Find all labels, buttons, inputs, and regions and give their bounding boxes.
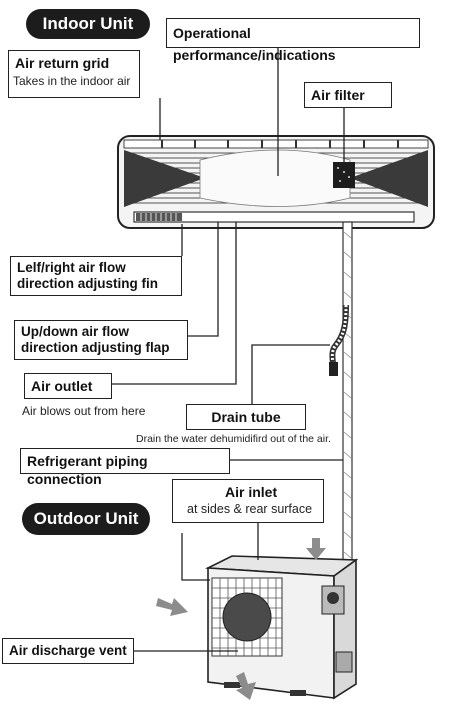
airflow-arrows xyxy=(156,538,326,700)
air-return-grid-band xyxy=(123,139,429,149)
label-air-inlet-title: Air inlet xyxy=(225,484,278,500)
fin-grille-slats xyxy=(140,213,177,221)
front-panel-lens xyxy=(199,149,351,207)
return-grid-slots xyxy=(161,140,399,148)
leader-air-outlet xyxy=(112,222,237,385)
label-drain-tube: Drain tube xyxy=(186,404,306,430)
left-panel-wedge xyxy=(124,150,205,207)
leader-drain xyxy=(251,344,330,404)
indoor-unit-header: Indoor Unit xyxy=(26,9,150,39)
outdoor-foot-left xyxy=(224,682,240,688)
label-refrigerant-piping: Refrigerant piping connection xyxy=(20,448,230,487)
label-air-inlet-desc: at sides & rear surface xyxy=(187,502,313,516)
right-panel-wedge xyxy=(350,150,428,207)
label-left-right-fin-line2: direction adjusting fin xyxy=(17,276,158,291)
leader-ud-flap xyxy=(188,222,219,337)
refrigerant-pipe xyxy=(342,221,353,563)
label-air-return-group: Air return grid Takes in the indoor air xyxy=(8,50,140,98)
label-left-right-fin-line1: Lelf/right air flow xyxy=(17,260,126,275)
inlet-arrow-top xyxy=(306,538,326,560)
label-air-discharge-vent: Air discharge vent xyxy=(2,638,134,664)
outdoor-foot-right xyxy=(290,690,306,696)
label-drain-desc: Drain the water dehumidifird out of the … xyxy=(136,433,331,445)
label-up-down-flap-line2: direction adjusting flap xyxy=(21,340,170,355)
label-air-inlet-group: Air inlet at sides & rear surface xyxy=(172,479,324,523)
label-left-right-fin: Lelf/right air flow direction adjusting … xyxy=(10,256,182,296)
label-air-filter: Air filter xyxy=(304,82,392,108)
label-air-return-title: Air return grid xyxy=(15,55,110,71)
inlet-arrow-left xyxy=(156,598,188,616)
air-filter-dots xyxy=(337,167,350,182)
label-up-down-flap: Up/down air flow direction adjusting fla… xyxy=(14,320,188,360)
label-air-outlet-desc: Air blows out from here xyxy=(22,404,146,418)
left-right-fin-grille xyxy=(136,213,182,221)
outdoor-unit-header: Outdoor Unit xyxy=(22,503,150,535)
label-air-outlet: Air outlet xyxy=(24,373,112,399)
outdoor-unit-side xyxy=(333,558,357,700)
leader-air-inlet-left xyxy=(181,533,210,581)
label-air-return-desc: Takes in the indoor air xyxy=(13,74,131,88)
label-up-down-flap-line1: Up/down air flow xyxy=(21,324,129,339)
air-filter-block xyxy=(333,162,355,188)
outdoor-unit xyxy=(204,555,359,700)
label-operational-performance: Operational performance/indications xyxy=(166,18,420,63)
indoor-outlet-strip xyxy=(133,211,415,223)
outdoor-fan xyxy=(222,592,272,642)
indoor-unit xyxy=(117,135,435,229)
leader-lines xyxy=(112,48,345,652)
drain-tube xyxy=(329,304,349,376)
discharge-arrow-bottom xyxy=(236,672,256,700)
